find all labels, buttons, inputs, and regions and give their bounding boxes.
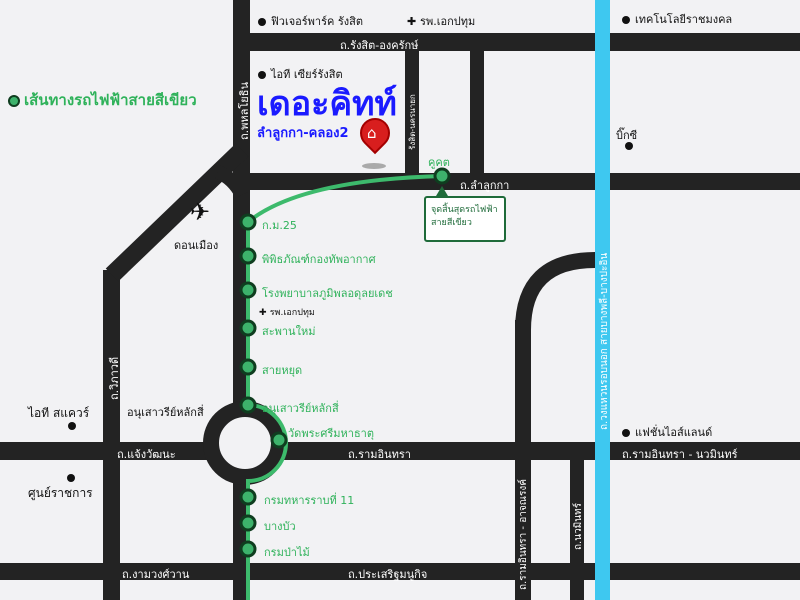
landmark-it-zeer: ไอที เซียร์รังสิต xyxy=(258,65,343,83)
station-marker xyxy=(239,396,257,414)
terminal-station-label: คูคต xyxy=(428,156,450,169)
green-line-legend-icon xyxy=(8,94,20,107)
station-label: กรมทหารราบที่ 11 xyxy=(264,494,355,507)
home-icon: ⌂ xyxy=(367,124,377,142)
landmark-donmueang: ดอนเมือง xyxy=(174,239,219,252)
road-label-ramintra-nawamin: ถ.รามอินทรา - นวมินทร์ xyxy=(622,448,738,461)
hospital-cross-icon: ✚ xyxy=(407,15,421,28)
road-label-lamlukka: ถ.ลำลูกกา xyxy=(460,179,510,192)
legend: เส้นทางรถไฟฟ้าสายสีเขียว xyxy=(8,88,197,112)
landmark-future-park: ฟิวเจอร์พาร์ค รังสิต xyxy=(258,12,363,30)
station-marker xyxy=(239,319,257,337)
road-label-ramintra: ถ.รามอินทรา xyxy=(348,448,411,461)
bigc-dot-icon xyxy=(625,142,633,150)
landmark-ekpathum-mid: ✚ รพ.เอกปทุม xyxy=(259,308,315,318)
dot-icon xyxy=(622,429,630,437)
road-lamlukka xyxy=(233,173,800,190)
station-marker xyxy=(239,213,257,231)
terminal-station-marker xyxy=(433,167,451,185)
terminal-callout: จุดสิ้นสุดรถไฟฟ้า สายสีเขียว xyxy=(424,196,506,242)
green-line xyxy=(246,174,443,600)
station-marker xyxy=(239,514,257,532)
road-label-prasertmanukit: ถ.ประเสริฐมนูกิจ xyxy=(348,568,428,581)
station-marker xyxy=(239,540,257,558)
landmark-bigc: บิ๊กซี xyxy=(616,129,638,142)
road-branch xyxy=(215,165,249,199)
road-label-phahonyothin: ถ.พหลโยธิน xyxy=(238,82,251,140)
project-subtitle: ลำลูกกา-คลอง2 xyxy=(257,126,349,141)
station-marker xyxy=(270,431,288,449)
pin-shadow xyxy=(362,163,386,169)
road-label-ngamwongwan: ถ.งามวงศ์วาน xyxy=(122,568,190,581)
road-nawamin xyxy=(570,460,584,600)
station-marker xyxy=(239,358,257,376)
station-label: พิพิธภัณฑ์กองทัพอากาศ xyxy=(262,253,376,266)
station-marker xyxy=(239,247,257,265)
landmark-it-square: ไอที สแควร์ xyxy=(28,406,90,420)
road-label-rangsit-ongkharak: ถ.รังสิต-องครักษ์ xyxy=(340,39,419,52)
road-label-ramintra-atnarong: ถ.รามอินทรา - อาจณรงค์ xyxy=(518,479,529,590)
road-label-chaengwattana: ถ.แจ้งวัฒนะ xyxy=(117,448,176,461)
airplane-icon: ✈ xyxy=(190,198,211,226)
it-square-dot-icon xyxy=(68,422,76,430)
station-marker xyxy=(239,281,257,299)
station-label: สายหยุด xyxy=(262,364,303,377)
road-label-nawamin: ถ.นวมินทร์ xyxy=(573,502,584,550)
road-ramintra-atnarong xyxy=(515,320,531,600)
callout-pointer-icon xyxy=(436,186,448,196)
road-label-rangsit-nakhonnayok: รังสิต-นครนายก xyxy=(408,94,417,150)
dot-icon xyxy=(622,16,630,24)
station-label: สะพานใหม่ xyxy=(262,325,316,338)
station-label: โรงพยาบาลภูมิพลอดุลยเดช xyxy=(262,287,393,300)
landmark-laksi-monument: อนุเสาวรีย์หลักสี่ xyxy=(127,406,204,419)
station-label: อนุเสาวรีย์หลักสี่ xyxy=(262,402,339,415)
roundabout xyxy=(203,401,287,485)
road-rangsit-ongkharak xyxy=(233,33,800,51)
road-label-outer-ring: ถ.วงแหวนรอบนอก สายบางพลี-บางปะอิน xyxy=(599,252,610,430)
station-label: บางบัว xyxy=(264,520,296,533)
dot-icon xyxy=(258,71,266,79)
road-curve xyxy=(515,252,596,331)
dot-icon xyxy=(258,18,266,26)
road-label-vibhavadi: ถ.วิภาวดี xyxy=(108,356,121,400)
road-rangsit-nakhonnayok xyxy=(405,50,419,175)
government-center-dot-icon xyxy=(67,474,75,482)
road-vibhavadi xyxy=(103,270,120,600)
road-side xyxy=(470,50,484,175)
landmark-rmutt: เทคโนโลยีราชมงคล xyxy=(622,10,732,28)
landmark-fashion-island: แฟชั่นไอส์แลนด์ xyxy=(622,423,712,441)
road-outer-ring xyxy=(595,0,610,600)
station-marker xyxy=(239,488,257,506)
hospital-cross-icon: ✚ xyxy=(259,308,270,318)
station-label: ก.ม.25 xyxy=(262,219,297,232)
landmark-ekpathum-top: ✚ รพ.เอกปทุม xyxy=(407,15,476,28)
station-label: วัดพระศรีมหาธาตุ xyxy=(288,427,374,440)
landmark-government-center: ศูนย์ราชการ xyxy=(28,486,93,500)
station-label: กรมป่าไม้ xyxy=(264,546,310,559)
